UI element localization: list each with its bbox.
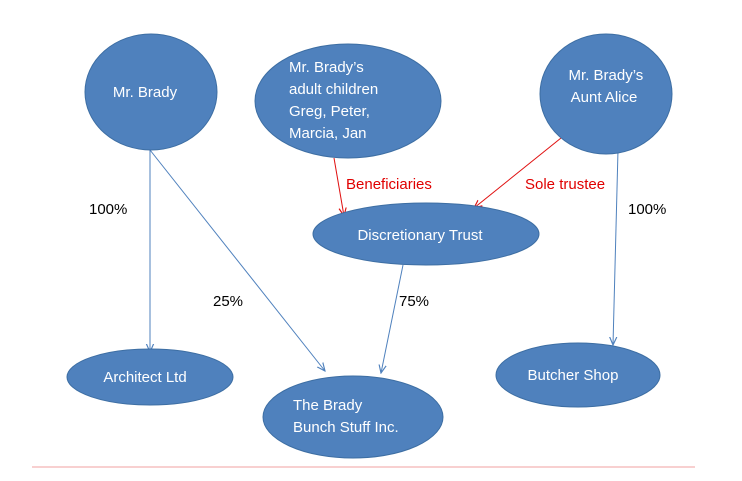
label-line: Architect Ltd [103, 369, 186, 386]
node-shape [84, 33, 218, 151]
node-shape [539, 33, 673, 155]
label-line: Bunch Stuff Inc. [293, 419, 399, 436]
label-line: adult children [289, 81, 378, 98]
node-shape [66, 348, 234, 406]
edge-label-trust-bunch: 75% [399, 293, 429, 310]
node-discretionary-trust: Discretionary Trust [312, 202, 540, 266]
node-architect-ltd: Architect Ltd [66, 348, 234, 406]
label-line: Mr. Brady’s [289, 59, 364, 76]
label-line: Mr. Brady [113, 84, 178, 101]
node-brady-bunch: The Brady Bunch Stuff Inc. [262, 375, 444, 459]
label-line: Marcia, Jan [289, 125, 367, 142]
node-mr-brady: Mr. Brady [84, 33, 218, 151]
edge-alice-to-trust [474, 133, 567, 208]
edge-label-alice-butcher: 100% [628, 201, 666, 218]
edge-trust-to-bunch [381, 264, 404, 373]
node-label: Mr. Brady’s Aunt Alice [569, 67, 648, 106]
edge-brady-to-bunch [149, 149, 325, 371]
node-label: Butcher Shop [528, 367, 619, 384]
label-line: Greg, Peter, [289, 103, 370, 120]
label-line: Discretionary Trust [357, 227, 483, 244]
node-shape [254, 43, 442, 159]
node-shape [262, 375, 444, 459]
node-aunt-alice: Mr. Brady’s Aunt Alice [539, 33, 673, 155]
edge-label-sole-trustee: Sole trustee [525, 176, 605, 193]
label-line: Butcher Shop [528, 367, 619, 384]
node-shape [312, 202, 540, 266]
node-butcher-shop: Butcher Shop [495, 342, 661, 408]
label-line: The Brady [293, 397, 363, 414]
edge-alice-to-butcher [613, 149, 619, 345]
edge-label-beneficiaries: Beneficiaries [346, 176, 432, 193]
edges [149, 133, 619, 373]
node-label: The Brady Bunch Stuff Inc. [293, 397, 399, 436]
edge-label-brady-architect: 100% [89, 201, 127, 218]
node-label: Architect Ltd [103, 369, 186, 386]
node-label: Discretionary Trust [357, 227, 483, 244]
node-label: Mr. Brady [113, 84, 178, 101]
label-line: Aunt Alice [571, 89, 638, 106]
edge-children-to-trust [333, 157, 344, 216]
edge-label-brady-bunch: 25% [213, 293, 243, 310]
node-adult-children: Mr. Brady’s adult children Greg, Peter, … [254, 43, 442, 159]
node-label: Mr. Brady’s adult children Greg, Peter, … [289, 59, 382, 142]
node-shape [495, 342, 661, 408]
edge-labels: 100% 25% Beneficiaries Sole trustee 100%… [89, 176, 666, 310]
label-line: Mr. Brady’s [569, 67, 644, 84]
